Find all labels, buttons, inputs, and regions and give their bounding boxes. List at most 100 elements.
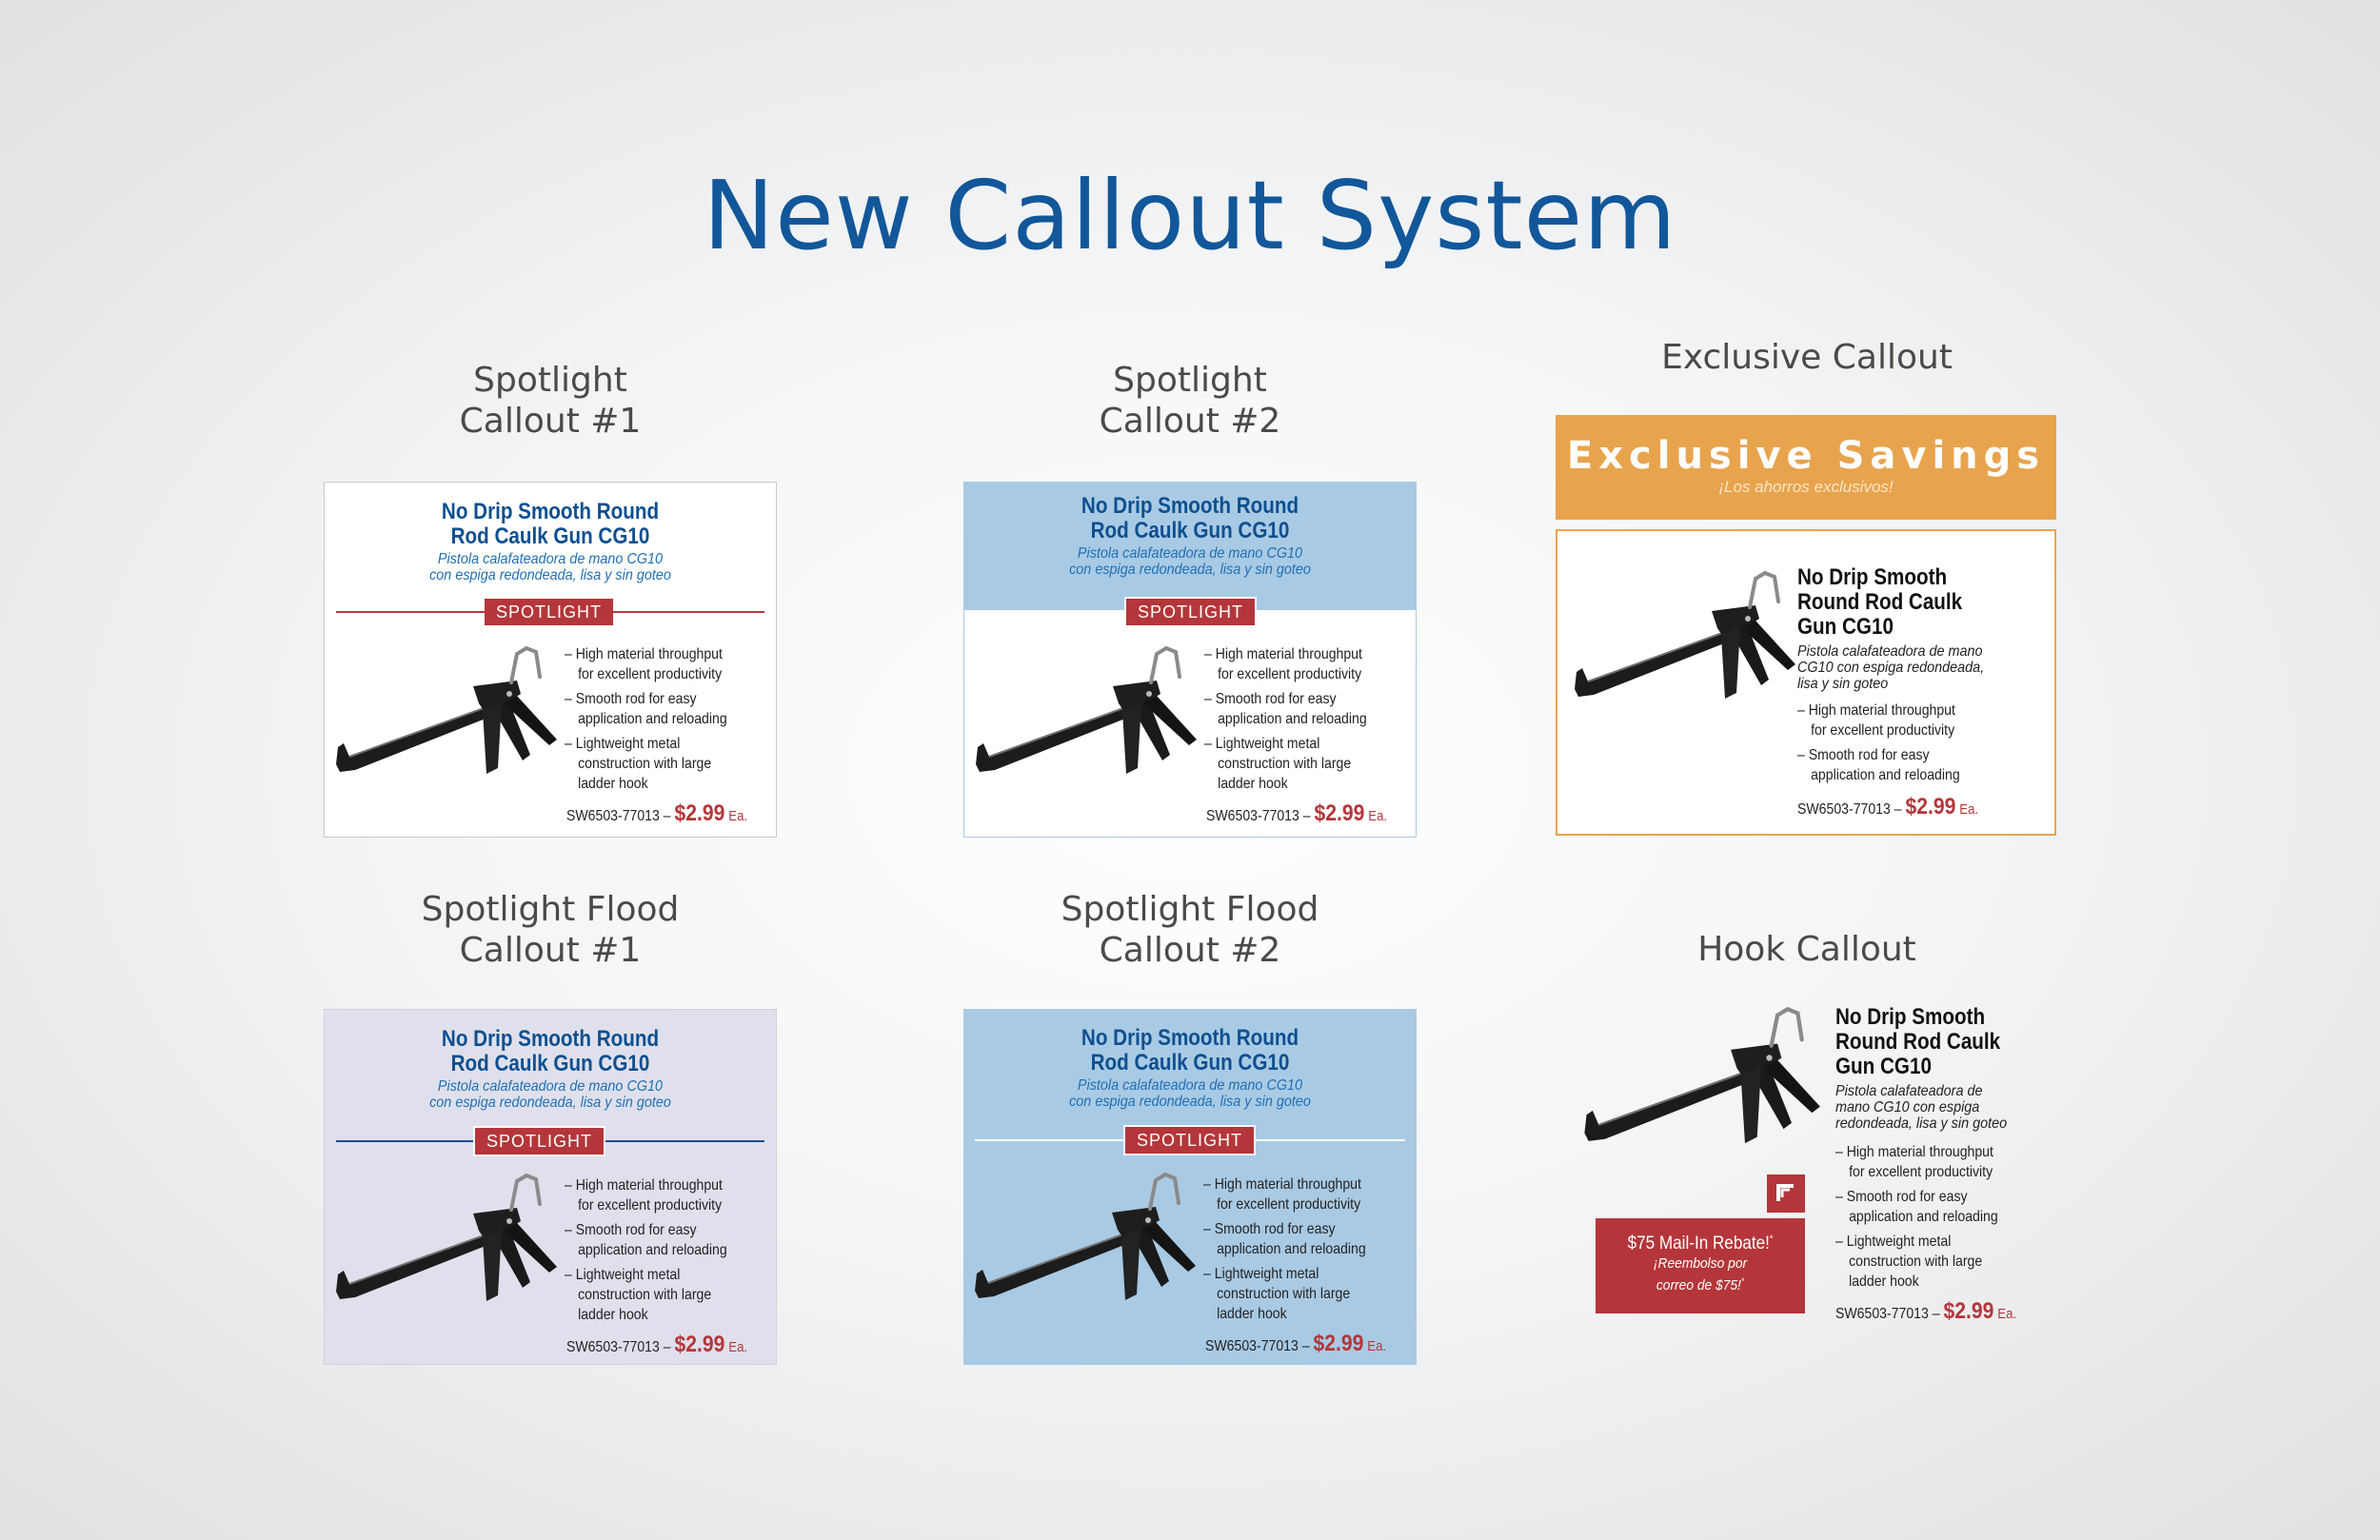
hook-corner-icon	[1767, 1175, 1805, 1213]
sku: SW6503-77013 –	[1206, 808, 1311, 824]
product-name: No Drip Smooth Round Rod Caulk Gun CG10	[1835, 1005, 2000, 1079]
product-name-line: No Drip Smooth Round	[441, 1026, 660, 1052]
sku-price: SW6503-77013 – $2.99 Ea.	[1835, 1298, 2016, 1325]
product-name: No Drip Smooth Round Rod Caulk Gun CG10	[996, 494, 1384, 543]
spotlight-badge: SPOTLIGHT	[485, 599, 614, 625]
label-flood-1: Spotlight Flood Callout #1	[246, 889, 855, 971]
price-unit: Ea.	[1367, 1338, 1387, 1354]
sku: SW6503-77013 –	[1835, 1306, 1940, 1322]
hook-callout: No Drip Smooth Round Rod Caulk Gun CG10 …	[1569, 999, 2064, 1333]
spotlight-flood-callout-1: No Drip Smooth Round Rod Caulk Gun CG10 …	[324, 1009, 777, 1365]
product-name-es: Pistola calafateadora de mano CG10 con e…	[347, 551, 754, 583]
label-hook: Hook Callout	[1697, 930, 1916, 969]
product-name-line: Rod Caulk Gun CG10	[1090, 1050, 1290, 1076]
sku-price: SW6503-77013 – $2.99 Ea.	[566, 800, 747, 827]
rebate-box: $75 Mail-In Rebate!* ¡Reembolso por corr…	[1596, 1218, 1805, 1313]
product-name-line: No Drip Smooth	[1797, 564, 1948, 590]
sku-price: SW6503-77013 – $2.99 Ea.	[566, 1332, 747, 1358]
product-name-line: Rod Caulk Gun CG10	[450, 1051, 650, 1076]
product-name: No Drip Smooth Round Rod Caulk Gun CG10	[356, 1027, 744, 1076]
es-line: Pistola calafateadora de mano CG10	[1077, 545, 1303, 562]
label-spotlight-2: Spotlight Callout #2	[885, 360, 1495, 442]
label-line: Callout #2	[1099, 931, 1281, 970]
rebate-footnote-mark: *	[1769, 1234, 1774, 1245]
product-name-line: No Drip Smooth Round	[441, 499, 660, 524]
sku-price: SW6503-77013 – $2.99 Ea.	[1205, 1331, 1386, 1357]
es-line: Pistola calafateadora de	[1835, 1083, 1983, 1099]
price-unit: Ea.	[1997, 1306, 2017, 1322]
es-line: con espiga redondeada, lisa y sin goteo	[429, 567, 671, 583]
es-line: mano CG10 con espiga	[1835, 1099, 1980, 1116]
rebate-title: $75 Mail-In Rebate!*	[1606, 1234, 1795, 1254]
rebate-es-footnote-mark: *	[1740, 1276, 1745, 1286]
es-line: lisa y sin goteo	[1797, 676, 1889, 692]
sku: SW6503-77013 –	[1205, 1338, 1310, 1354]
price-unit: Ea.	[728, 808, 748, 824]
price-unit: Ea.	[1959, 801, 1979, 818]
price: $2.99	[1943, 1298, 1994, 1324]
es-line: Pistola calafateadora de mano CG10	[1077, 1077, 1303, 1094]
label-line: Spotlight	[1113, 361, 1267, 400]
es-line: con espiga redondeada, lisa y sin goteo	[1069, 1094, 1311, 1110]
sku-price: SW6503-77013 – $2.99 Ea.	[1797, 794, 1978, 820]
label-spotlight-1: Spotlight Callout #1	[246, 360, 855, 442]
rebate-es-line: ¡Reembolso por	[1653, 1255, 1748, 1272]
label-exclusive: Exclusive Callout	[1661, 338, 1953, 377]
label-line: Spotlight Flood	[421, 890, 680, 929]
exclusive-banner-title: Exclusive Savings	[1566, 434, 2046, 478]
label-line: Callout #1	[459, 931, 642, 970]
label-line: Callout #2	[1099, 402, 1281, 441]
label-line: Spotlight Flood	[1061, 890, 1319, 929]
product-name-line: No Drip Smooth	[1835, 1004, 1986, 1030]
sku-price: SW6503-77013 – $2.99 Ea.	[1206, 800, 1387, 827]
product-name: No Drip Smooth Round Rod Caulk Gun CG10	[1797, 565, 1962, 640]
sku: SW6503-77013 –	[566, 1339, 671, 1355]
exclusive-banner-es: ¡Los ahorros exclusivos!	[1718, 478, 1894, 496]
es-line: CG10 con espiga redondeada,	[1797, 660, 1985, 676]
product-name-line: Round Rod Caulk	[1835, 1029, 2001, 1055]
product-name-line: Rod Caulk Gun CG10	[1090, 518, 1290, 543]
product-name-line: Gun CG10	[1797, 614, 1894, 640]
header-band	[964, 483, 1416, 610]
product-name: No Drip Smooth Round Rod Caulk Gun CG10	[356, 500, 744, 549]
exclusive-callout: No Drip Smooth Round Rod Caulk Gun CG10 …	[1556, 529, 2056, 836]
product-name-line: Rod Caulk Gun CG10	[450, 523, 650, 549]
label-flood-2: Spotlight Flood Callout #2	[885, 889, 1495, 971]
spotlight-badge: SPOTLIGHT	[473, 1126, 606, 1156]
product-name-es: Pistola calafateadora de mano CG10 con e…	[1797, 643, 1984, 692]
spotlight-callout-2: No Drip Smooth Round Rod Caulk Gun CG10 …	[963, 482, 1417, 838]
es-line: redondeada, lisa y sin goteo	[1835, 1116, 2008, 1132]
caulk-gun-icon	[334, 1174, 559, 1303]
product-name-line: Round Rod Caulk	[1797, 589, 1963, 615]
sku: SW6503-77013 –	[1797, 801, 1902, 818]
es-line: con espiga redondeada, lisa y sin goteo	[429, 1095, 671, 1111]
caulk-gun-icon	[1577, 1005, 1824, 1157]
rebate-es: ¡Reembolso por correo de $75!*	[1604, 1254, 1796, 1294]
sku: SW6503-77013 –	[566, 808, 671, 824]
spotlight-badge: SPOTLIGHT	[1124, 597, 1258, 627]
spotlight-callout-1: No Drip Smooth Round Rod Caulk Gun CG10 …	[324, 482, 777, 838]
product-name-es: Pistola calafateadora de mano CG10 con e…	[987, 545, 1394, 578]
es-line: Pistola calafateadora de mano CG10	[437, 1078, 664, 1095]
caulk-gun-icon	[334, 646, 559, 776]
page-title: New Callout System	[703, 160, 1677, 271]
